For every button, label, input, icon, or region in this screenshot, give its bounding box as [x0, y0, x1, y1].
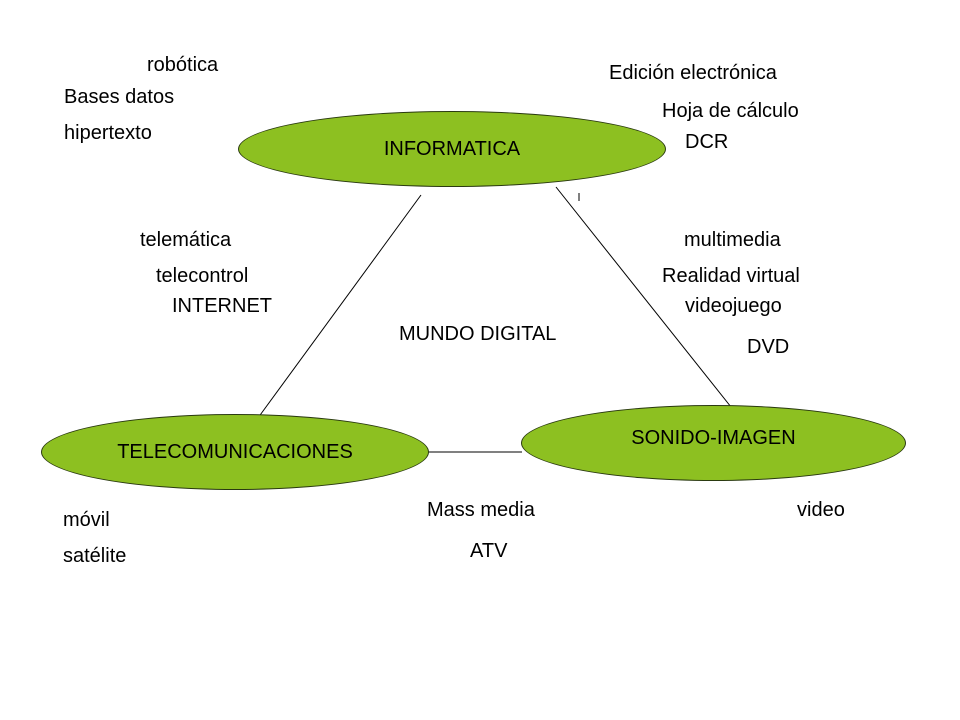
term-video: video	[797, 499, 845, 521]
term-hipertexto: hipertexto	[64, 122, 152, 144]
term-hoja-de-calculo: Hoja de cálculo	[662, 100, 799, 122]
term-dvd: DVD	[747, 336, 790, 358]
term-realidad-virtual: Realidad virtual	[662, 265, 800, 287]
term-telecontrol: telecontrol	[156, 265, 249, 287]
node-informatica-label: INFORMATICA	[383, 137, 521, 160]
node-informatica: INFORMATICA	[238, 111, 666, 187]
term-internet: INTERNET	[172, 295, 272, 317]
node-telecomunicaciones: TELECOMUNICACIONES	[41, 414, 429, 490]
term-atv: ATV	[470, 540, 508, 562]
term-edicion-electronica: Edición electrónica	[609, 62, 777, 84]
connector-informatica-sonido	[555, 186, 736, 413]
connector-informatica-telecom	[254, 194, 422, 423]
term-multimedia: multimedia	[684, 229, 781, 251]
node-sonido-imagen: SONIDO-IMAGEN	[521, 405, 906, 481]
term-movil: móvil	[63, 509, 110, 531]
term-mass-media: Mass media	[427, 499, 535, 521]
node-telecomunicaciones-label: TELECOMUNICACIONES	[117, 440, 353, 463]
term-dcr: DCR	[685, 131, 729, 153]
term-videojuego: videojuego	[685, 295, 782, 317]
center-label: MUNDO DIGITAL	[399, 323, 557, 345]
term-robotica: robótica	[147, 54, 219, 76]
term-bases-datos: Bases datos	[64, 86, 175, 108]
term-telematica: telemática	[140, 229, 232, 251]
term-satelite: satélite	[63, 545, 127, 567]
node-sonido-imagen-label: SONIDO-IMAGEN	[631, 426, 796, 449]
